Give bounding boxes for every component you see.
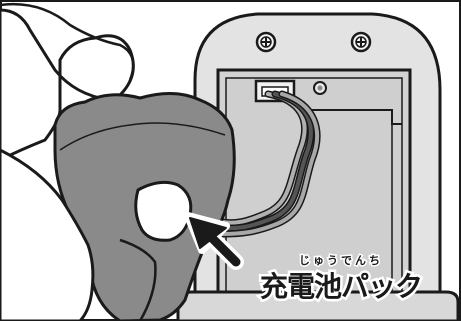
compartment-ledge xyxy=(306,109,402,125)
finger-crease xyxy=(0,3,135,81)
thumb xyxy=(134,180,193,242)
battery-pack-caption: じゅうでんち 充電池パック xyxy=(236,252,446,306)
screw-left-icon xyxy=(255,31,277,53)
battery-wires xyxy=(218,90,321,238)
screw-right-icon xyxy=(350,31,372,53)
hand-upper xyxy=(0,8,135,162)
palm-crease xyxy=(119,238,157,321)
caption-reading: じゅうでんち xyxy=(298,253,383,269)
caption-label: 充電池パック xyxy=(257,268,425,306)
hand-lower xyxy=(0,148,95,321)
battery-pack-seam xyxy=(59,122,226,151)
pointer-arrow-icon xyxy=(184,212,244,270)
